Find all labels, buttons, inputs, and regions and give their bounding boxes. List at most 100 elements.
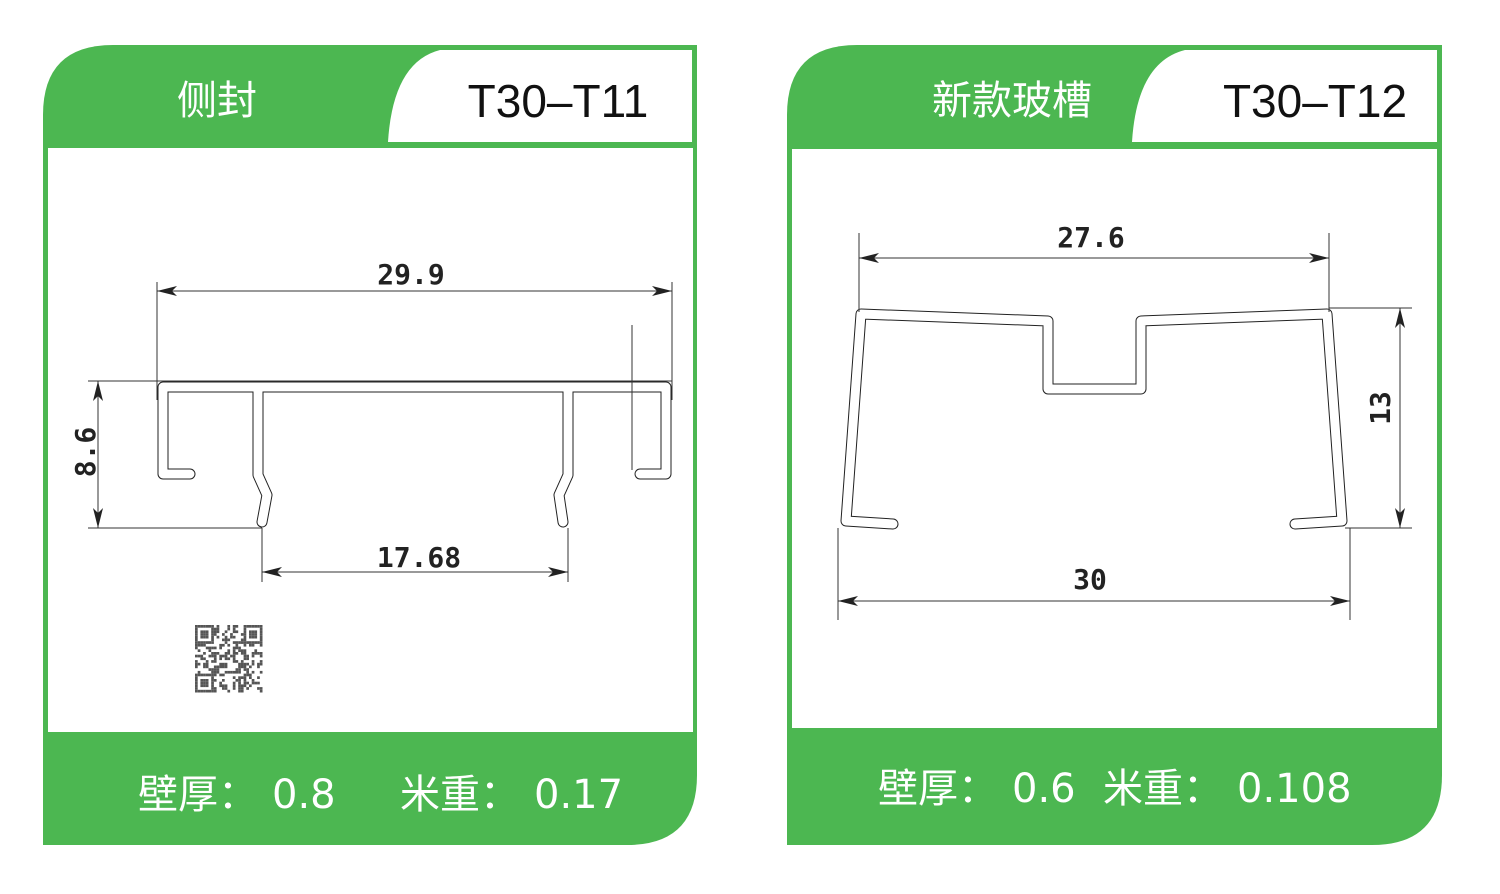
qr-module <box>195 681 198 685</box>
qr-module <box>227 670 231 674</box>
qr-module <box>259 652 263 655</box>
model-tab <box>1132 50 1437 142</box>
qr-module <box>222 679 225 682</box>
qr-module <box>235 679 239 682</box>
qr-module <box>240 641 244 644</box>
qr-module <box>203 643 206 647</box>
qr-module <box>257 687 260 690</box>
qr-module <box>203 665 206 669</box>
qr-module <box>219 673 222 677</box>
qr-module <box>251 679 255 682</box>
qr-module <box>238 676 241 679</box>
qr-module <box>251 681 255 685</box>
qr-module <box>232 649 236 652</box>
qr-module <box>208 649 212 652</box>
qr-module <box>205 684 209 688</box>
qr-module <box>203 625 206 628</box>
model-tab <box>388 50 692 142</box>
qr-module <box>224 630 228 634</box>
qr-module <box>211 684 214 688</box>
qr-module <box>232 635 236 639</box>
qr-module <box>224 641 228 644</box>
qr-module <box>249 673 252 677</box>
qr-module <box>211 670 214 674</box>
qr-module <box>230 654 233 658</box>
qr-module <box>257 681 260 685</box>
qr-module <box>211 641 214 644</box>
qr-module <box>224 684 228 688</box>
qr-module <box>216 665 220 669</box>
qr-module <box>195 635 198 639</box>
qr-module <box>235 668 239 671</box>
qr-module <box>243 665 247 669</box>
qr-module <box>213 687 217 690</box>
qr-module <box>227 627 231 631</box>
qr-module <box>197 643 201 647</box>
qr-module <box>195 627 198 631</box>
qr-module <box>195 654 198 658</box>
qr-module <box>205 625 209 628</box>
qr-module <box>222 662 225 666</box>
qr-module <box>219 646 222 650</box>
qr-module <box>232 627 236 631</box>
qr-module <box>195 625 198 628</box>
qr-module <box>205 635 209 639</box>
qr-module <box>205 641 209 644</box>
qr-module <box>195 641 198 644</box>
qr-module <box>238 670 241 674</box>
qr-module <box>254 641 258 644</box>
qr-module <box>224 654 228 658</box>
qr-module <box>211 673 214 677</box>
qr-module <box>246 681 249 685</box>
qr-module <box>251 652 255 655</box>
qr-module <box>205 689 209 693</box>
qr-module <box>213 665 217 669</box>
qr-module <box>259 630 263 634</box>
qr-module <box>238 679 241 682</box>
qr-module <box>222 643 225 647</box>
qr-module <box>219 654 222 658</box>
qr-module <box>249 643 252 647</box>
qr-module <box>246 662 249 666</box>
dimension-width-label: 29.9 <box>377 258 444 291</box>
qr-module <box>200 684 204 688</box>
qr-module <box>230 635 233 639</box>
qr-module <box>238 646 241 650</box>
qr-module <box>195 665 198 669</box>
qr-module <box>200 635 204 639</box>
qr-module <box>246 641 249 644</box>
qr-module <box>238 662 241 666</box>
qr-module <box>232 630 236 634</box>
qr-module <box>216 630 220 634</box>
qr-module <box>243 679 247 682</box>
qr-module <box>243 643 247 647</box>
qr-module <box>224 638 228 642</box>
dimension-opening-label: 17.68 <box>377 541 461 574</box>
dimension-top-width-label: 27.6 <box>1057 221 1124 254</box>
qr-module <box>203 641 206 644</box>
qr-module <box>205 673 209 677</box>
qr-module <box>235 670 239 674</box>
qr-module <box>200 681 204 685</box>
qr-module <box>224 670 228 674</box>
qr-module <box>227 657 231 661</box>
qr-module <box>224 687 228 690</box>
qr-module <box>195 660 198 663</box>
qr-module <box>213 670 217 674</box>
qr-module <box>249 630 252 634</box>
qr-module <box>211 646 214 650</box>
weight-label: 米重： <box>400 772 520 818</box>
qr-module <box>195 684 198 688</box>
weight-value: 0.17 <box>534 772 623 818</box>
qr-module <box>211 676 214 679</box>
qr-module <box>205 681 209 685</box>
qr-module <box>227 689 231 693</box>
qr-module <box>259 641 263 644</box>
qr-module <box>213 660 217 663</box>
qr-module <box>211 660 214 663</box>
qr-module <box>243 625 247 628</box>
qr-module <box>213 689 217 693</box>
qr-module <box>224 635 228 639</box>
qr-module <box>243 638 247 642</box>
qr-module <box>254 635 258 639</box>
